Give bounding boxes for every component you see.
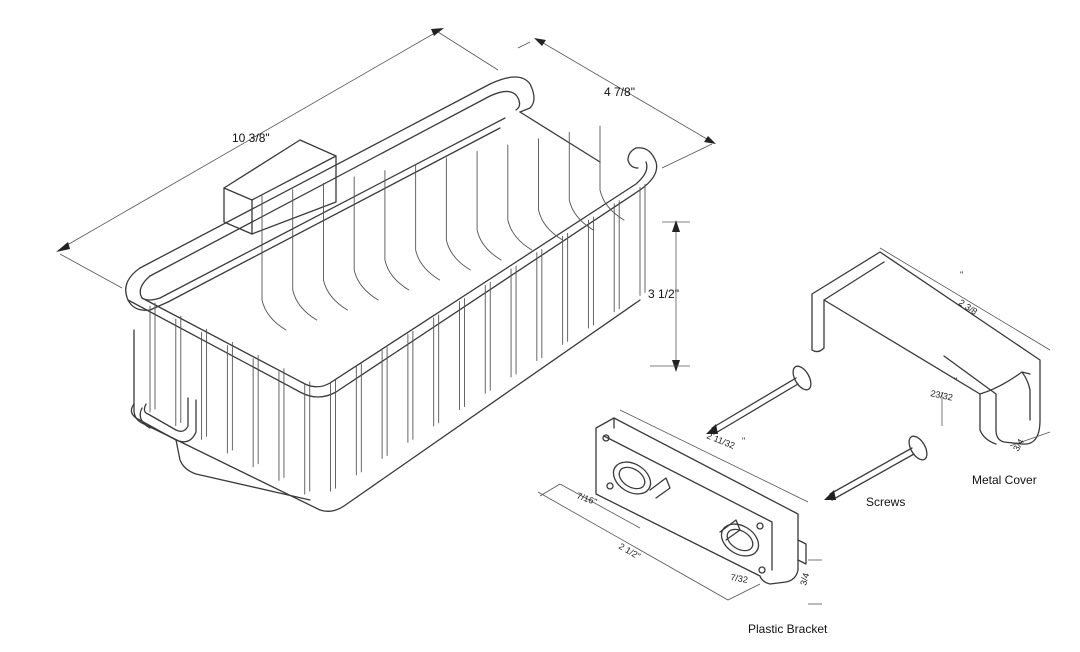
metal-cover-label: Metal Cover bbox=[972, 473, 1037, 487]
bracket-offset-dimension: 7/16" bbox=[575, 490, 598, 506]
plastic-bracket-label: Plastic Bracket bbox=[748, 622, 828, 636]
height-dimension: 3 1/2" bbox=[648, 287, 679, 301]
screws-label: Screws bbox=[866, 495, 905, 509]
back-wire bbox=[599, 125, 625, 221]
cover-length-dimension: 2 3/8 bbox=[957, 297, 979, 316]
plastic-bracket bbox=[537, 409, 822, 605]
bracket-length-mark: " bbox=[742, 436, 745, 446]
cover-height-mark: " bbox=[954, 376, 957, 386]
back-wire bbox=[292, 189, 318, 321]
back-wire bbox=[415, 163, 441, 281]
back-wire bbox=[261, 195, 287, 331]
back-wire bbox=[507, 144, 533, 251]
bracket-height-dimension: 3/4 bbox=[798, 572, 811, 587]
screw-lower bbox=[824, 435, 928, 501]
metal-cover bbox=[811, 247, 1051, 447]
bracket-lip-dimension: 7/32 bbox=[730, 572, 749, 585]
bracket-length-dimension: 2 11/32 bbox=[705, 431, 736, 451]
length-dimension: 10 3/8" bbox=[232, 131, 270, 145]
depth-dimension: 4 7/8" bbox=[604, 85, 635, 99]
cover-depth-dimension: 3/4 bbox=[1011, 437, 1026, 453]
back-wire bbox=[323, 182, 348, 311]
cover-height-dimension: 23/32 bbox=[930, 388, 954, 402]
basket-dimensions bbox=[56, 28, 716, 372]
wire-basket bbox=[125, 76, 658, 512]
cover-length-mark: " bbox=[960, 270, 963, 280]
back-wire bbox=[445, 157, 471, 271]
screw-upper bbox=[706, 365, 812, 435]
back-wire bbox=[538, 138, 563, 241]
back-wire bbox=[568, 131, 594, 231]
back-wire bbox=[384, 170, 410, 291]
back-wire bbox=[476, 151, 502, 261]
back-wire bbox=[353, 176, 379, 301]
